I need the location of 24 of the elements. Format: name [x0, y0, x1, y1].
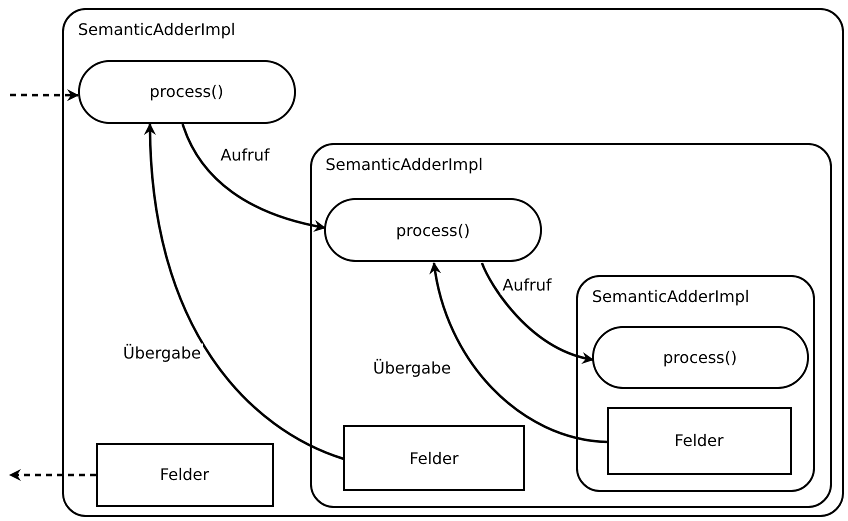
- container-title: SemanticAdderImpl: [326, 154, 483, 174]
- arrow: [181, 124, 326, 232]
- node-label: process(): [396, 220, 470, 240]
- field-box: [96, 442, 274, 506]
- edge-label: Aufruf: [500, 276, 554, 294]
- node-label: process(): [150, 82, 224, 101]
- arrow: [10, 89, 79, 102]
- container-title: SemanticAdderImpl: [78, 20, 236, 39]
- component-container: [62, 8, 844, 517]
- node-label: process(): [663, 348, 737, 366]
- node-label: Felder: [409, 448, 459, 468]
- arrow: [430, 262, 608, 444]
- component-container: [576, 275, 815, 492]
- arrow: [144, 123, 344, 460]
- node-label: Felder: [160, 465, 210, 484]
- field-box: [343, 425, 525, 491]
- edge-label: Übergabe: [371, 358, 453, 378]
- container-title: SemanticAdderImpl: [592, 287, 750, 306]
- field-box: [606, 406, 792, 474]
- arrow: [9, 469, 96, 481]
- component-container: [310, 142, 832, 508]
- arrow: [480, 262, 594, 364]
- node-label: Felder: [674, 431, 724, 450]
- edge-label: Übergabe: [121, 344, 203, 362]
